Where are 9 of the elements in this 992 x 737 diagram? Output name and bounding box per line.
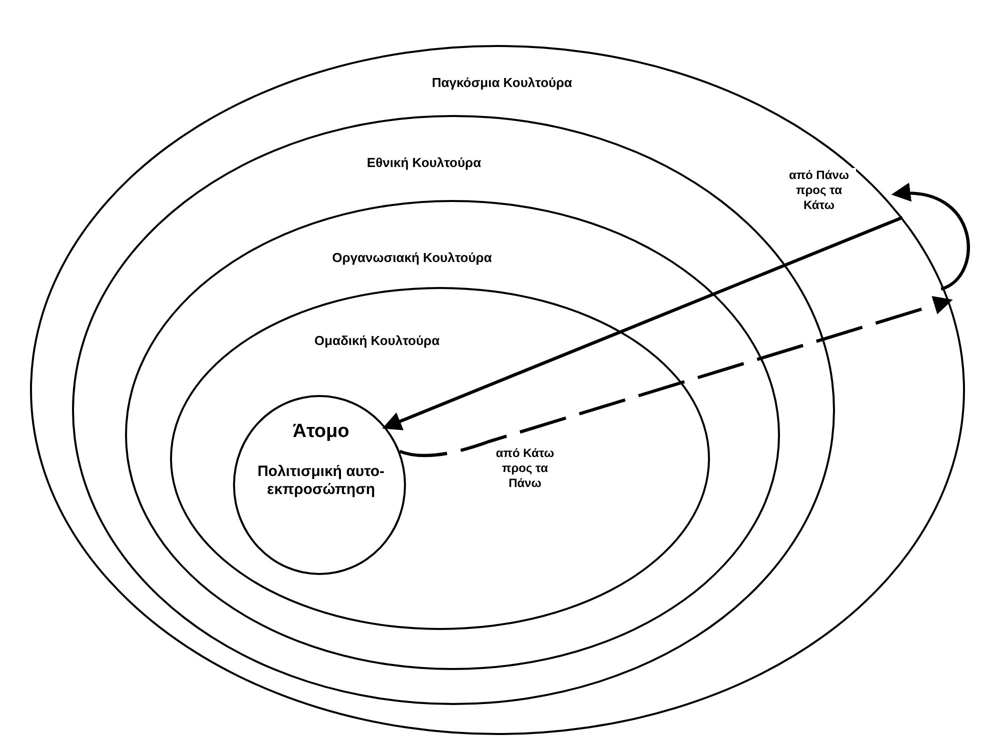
ring-label: Άτομο: [292, 421, 350, 443]
arrow: [382, 216, 903, 430]
ring-label: Εθνική Κουλτούρα: [366, 155, 482, 171]
ring-subtitle: Πολιτισμική αυτο-εκπροσώπηση: [256, 463, 386, 499]
ring-label: Παγκόσμια Κουλτούρα: [430, 75, 574, 91]
ring-label: Ομαδική Κουλτούρα: [313, 333, 441, 349]
ring-label: Οργανωσιακή Κουλτούρα: [331, 250, 493, 266]
ellipse: [233, 395, 406, 575]
arrow: [399, 296, 953, 458]
